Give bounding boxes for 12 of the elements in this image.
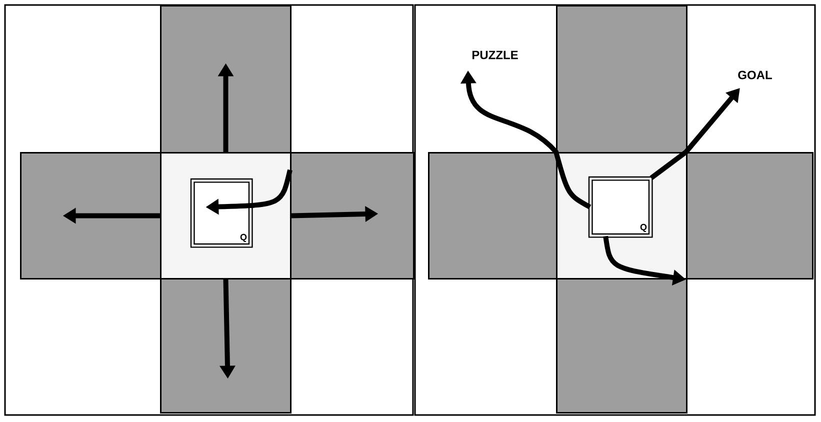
double-square: Q <box>588 176 653 238</box>
text-label: PUZZLE <box>472 50 518 60</box>
shaded-square <box>20 152 162 280</box>
double-square: Q <box>190 178 253 248</box>
shaded-square <box>686 152 814 280</box>
shaded-square <box>556 5 688 154</box>
shaded-square <box>556 278 688 414</box>
shaded-square <box>160 5 292 154</box>
text-label: GOAL <box>738 70 772 80</box>
shaded-square <box>160 278 292 414</box>
shaded-square <box>428 152 558 280</box>
shaded-square <box>290 152 414 280</box>
